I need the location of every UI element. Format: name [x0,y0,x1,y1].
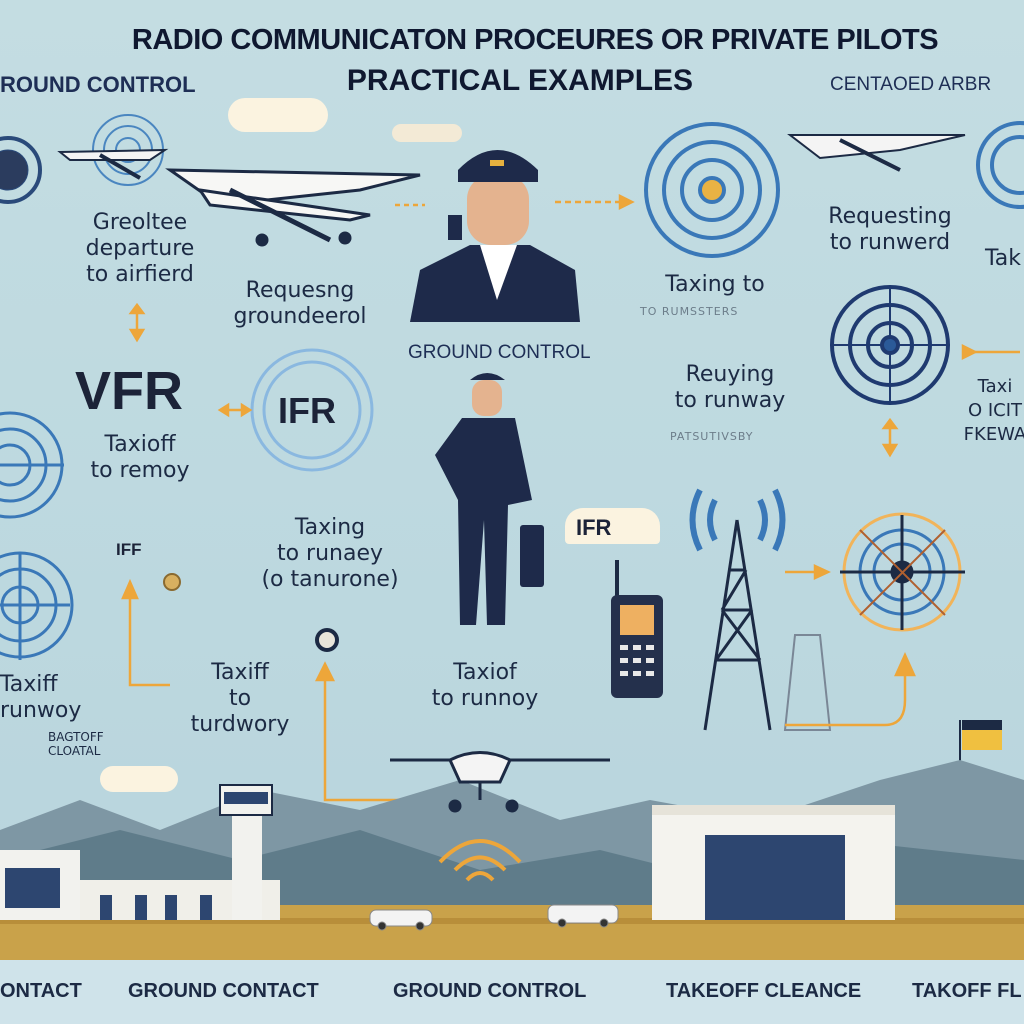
footer-label: GROUND CONTROL [393,980,587,1002]
footer-label: GROUND CONTACT [128,980,319,1002]
radar-icon [976,121,1024,209]
radio-tower-icon [689,488,832,731]
marker-dot [163,573,181,591]
label-taxioff: Taxioff to remoy [90,432,190,483]
label-taxing-sub: TO RUMSSTERS [640,305,739,318]
label-taxing-runway: Taxing to runaey (o tanurone) [261,515,399,592]
radar-icon [0,136,42,204]
label-ground-control: GROUND CONTROL [408,342,591,363]
footer-label: TAKOFF FL [912,980,1022,1002]
airplane-icon [57,148,169,180]
footer-label: ONTACT [0,980,82,1002]
flag-icon [959,720,1002,768]
label-requesting-ground: Requesng groundeerol [233,278,367,329]
cloud-icon [228,98,328,132]
cloud-icon [100,766,178,792]
radar-icon [830,285,950,405]
cloud-icon [392,124,462,142]
radar-icon [0,411,64,519]
control-tower [219,784,273,920]
label-reuying: Reuying to runway [674,362,786,413]
pilot-walking-icon [435,373,544,625]
radar-icon [644,122,780,258]
airplane-icon [390,751,610,813]
car-icon [369,909,433,931]
flow-arrows [121,193,1020,802]
label-ifr-cloud: IFR [576,515,612,540]
page-title: RADIO COMMUNICATON PROCEURES OR PRIVATE … [131,24,939,56]
airplane-icon [165,168,421,247]
label-taxing-to: Taxing to [665,272,765,297]
label-taxi-right: Taxi O ICIT FKEWA [963,376,1024,445]
label-ifr: IFR [278,390,336,431]
hangar-building [652,805,895,920]
label-taxiff-left: Taxiff runwoy [0,672,82,723]
label-reuying-sub: PATSUTIVSBY [670,430,754,443]
footer-band [0,960,1024,1024]
label-bagtoff: BAGTOFF CLOATAL [48,730,104,758]
right-tag: CENTAOED ARBR [830,74,992,95]
left-tag: ROUND CONTROL [0,72,196,97]
signal-waves-icon [438,839,522,882]
pilot-icon [410,150,580,322]
ifr-cloud [565,508,660,544]
radar-icon [0,551,74,660]
page-subtitle: PRACTICAL EXAMPLES [346,64,694,97]
marker-dot [315,628,339,652]
radio-handset-icon [611,560,663,698]
label-taxiof-center: Taxiof to runnoy [431,660,539,711]
label-requesting-runway: Requesting to runwerd [828,204,952,255]
airplane-icon [787,134,966,172]
label-taxiff-mid: Taxiff to turdwory [190,660,290,737]
label-ifr-small: IFF [116,540,142,559]
footer-label: TAKEOFF CLEANCE [666,980,862,1002]
label-greeting: Greoltee departure to airfierd [85,210,195,287]
label-tak: Tak [985,246,1022,271]
radar-icon [840,512,965,632]
car-icon [547,904,619,928]
label-vfr: VFR [75,361,183,421]
